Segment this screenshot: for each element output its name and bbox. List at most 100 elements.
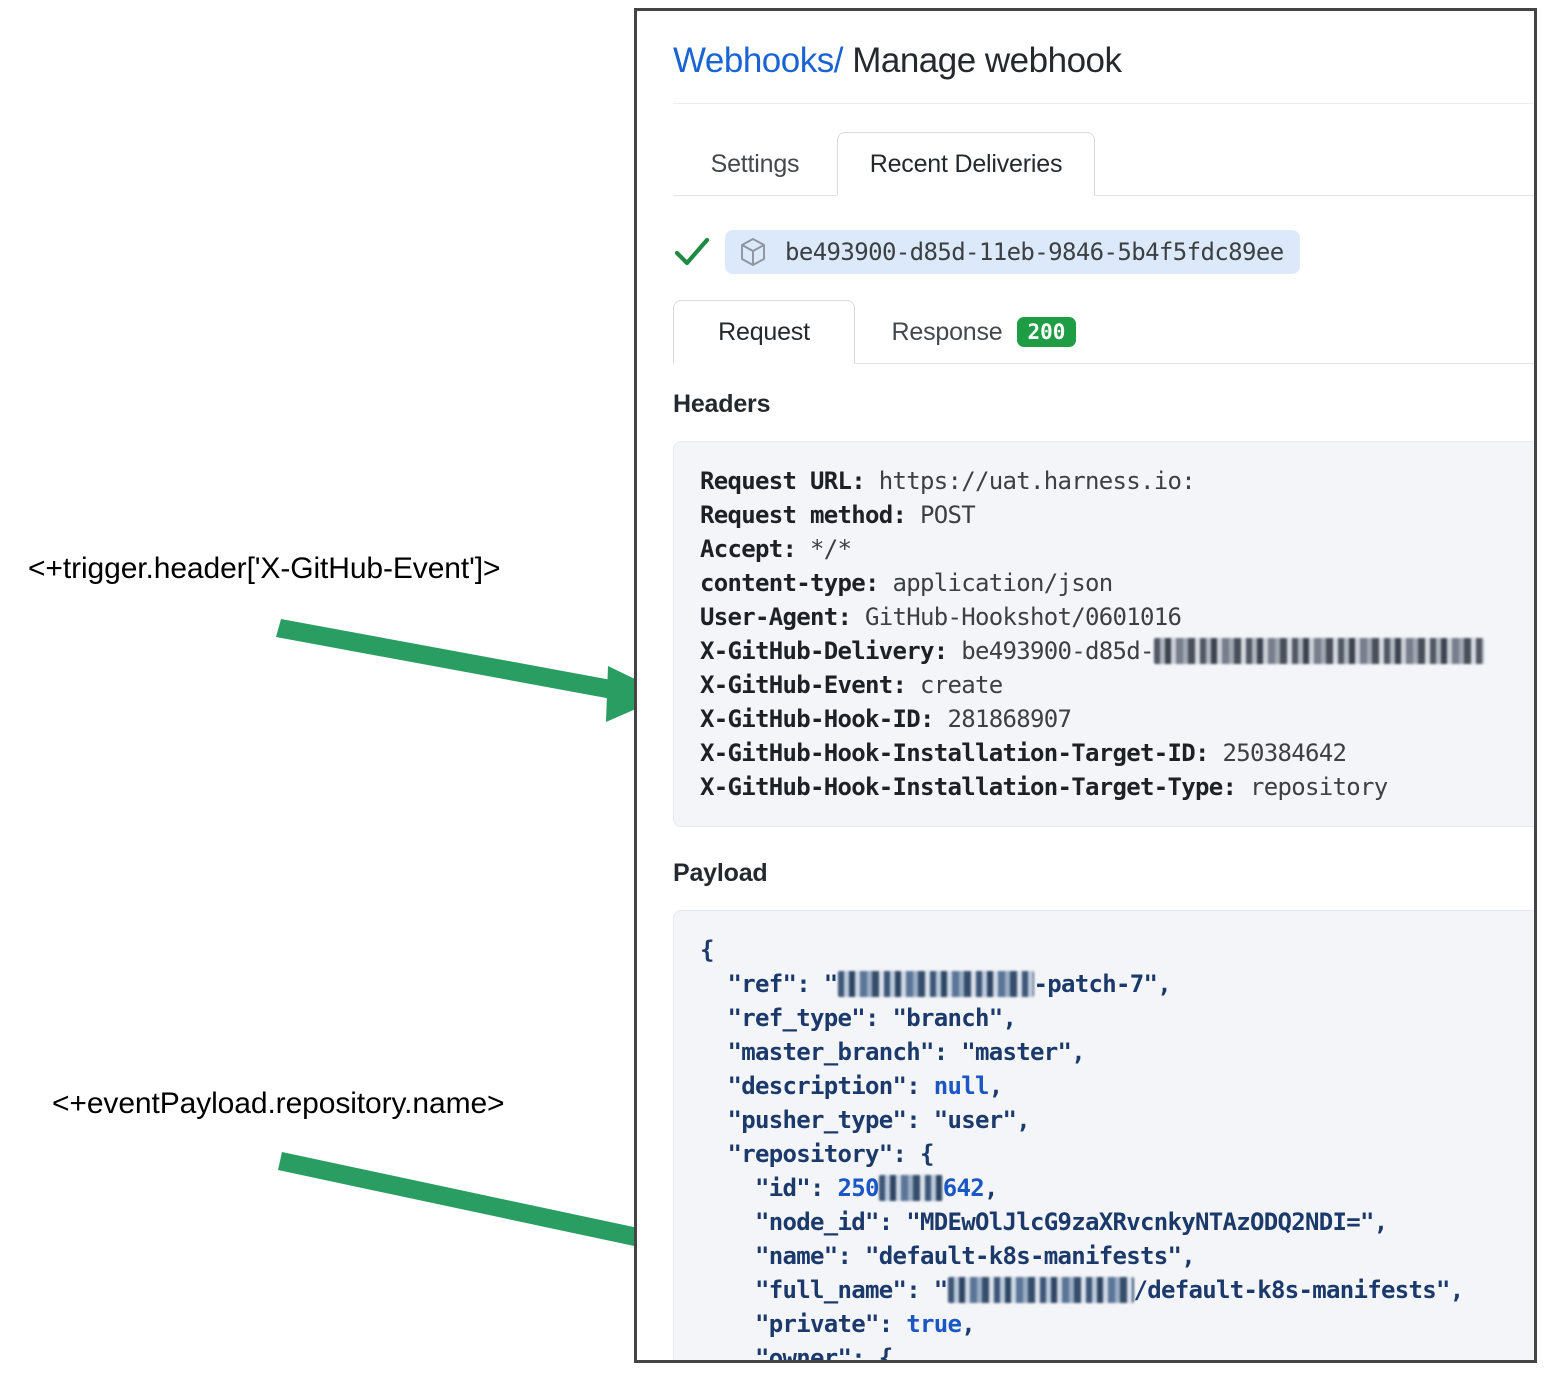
payload-comma-description: , bbox=[988, 1072, 1003, 1101]
tab-request[interactable]: Request bbox=[673, 300, 855, 365]
delivery-id-chip[interactable]: be493900-d85d-11eb-9846-5b4f5fdc89ee bbox=[725, 230, 1300, 275]
payload-key-repository: "repository" bbox=[727, 1140, 894, 1169]
header-key-x-github-delivery: X-GitHub-Delivery: bbox=[700, 637, 948, 666]
payload-colon-ref: : bbox=[796, 970, 824, 999]
header-value-accept: */* bbox=[810, 535, 852, 564]
payload-comma-name: ", bbox=[1167, 1242, 1195, 1271]
payload-value-id-suffix: 642 bbox=[942, 1174, 985, 1203]
payload-colon-name: : " bbox=[837, 1242, 880, 1271]
delivery-id-text: be493900-d85d-11eb-9846-5b4f5fdc89ee bbox=[785, 238, 1284, 267]
tab-response[interactable]: Response 200 bbox=[855, 300, 1113, 364]
breadcrumb-separator: / bbox=[833, 41, 844, 80]
tab-settings[interactable]: Settings bbox=[710, 149, 800, 178]
payload-key-node-id: "node_id" bbox=[755, 1208, 879, 1237]
payload-comma-node-id: ", bbox=[1359, 1208, 1388, 1237]
header-value-request-url: https://uat.harness.io: bbox=[878, 467, 1196, 496]
payload-value-description: null bbox=[933, 1072, 990, 1101]
header-value-x-github-delivery: be493900-d85d- bbox=[961, 637, 1154, 666]
annotation-arrow-1 bbox=[276, 619, 668, 722]
annotation-label-trigger-header: <+trigger.header['X-GitHub-Event']> bbox=[28, 552, 501, 585]
header-key-request-method: Request method: bbox=[700, 501, 907, 530]
delivery-tablist-underline bbox=[673, 363, 1534, 365]
status-badge: 200 bbox=[1016, 317, 1077, 348]
headers-section-title: Headers bbox=[673, 390, 771, 419]
payload-key-pusher-type: "pusher_type" bbox=[727, 1106, 907, 1135]
payload-key-owner: "owner" bbox=[755, 1344, 852, 1363]
payload-comma-master-branch: ", bbox=[1057, 1038, 1086, 1067]
header-key-request-url: Request URL: bbox=[700, 467, 866, 496]
payload-quote-ref-end: " bbox=[1143, 970, 1158, 999]
headers-code-block: Request URL: https://uat.harness.io: Req… bbox=[673, 441, 1534, 828]
payload-key-master-branch: "master_branch" bbox=[727, 1038, 935, 1067]
payload-key-private: "private" bbox=[755, 1310, 879, 1339]
payload-value-ref-type: branch bbox=[906, 1004, 989, 1033]
payload-value-node-id: MDEwOlJlcG9zaXRvcnkyNTAzODQ2NDI= bbox=[920, 1208, 1361, 1237]
header-value-content-type: application/json bbox=[892, 569, 1114, 598]
header-key-x-github-event: X-GitHub-Event: bbox=[700, 671, 907, 700]
payload-colon-pusher-type: : " bbox=[906, 1106, 948, 1135]
delivery-row[interactable]: be493900-d85d-11eb-9846-5b4f5fdc89ee bbox=[673, 230, 1534, 275]
breadcrumb-divider bbox=[673, 103, 1534, 105]
payload-key-id: "id" bbox=[755, 1174, 811, 1203]
payload-comma-id: , bbox=[984, 1174, 998, 1203]
header-value-hook-installation-target-type: repository bbox=[1249, 773, 1388, 802]
payload-comma-private: , bbox=[961, 1310, 975, 1339]
payload-key-full-name: "full_name" bbox=[755, 1276, 907, 1305]
payload-colon-private: : bbox=[878, 1310, 907, 1339]
payload-comma-full-name: ", bbox=[1435, 1276, 1464, 1305]
header-value-hook-installation-target-id: 250384642 bbox=[1222, 739, 1347, 768]
header-key-content-type: content-type: bbox=[700, 569, 879, 598]
payload-colon-id: : bbox=[810, 1174, 838, 1203]
header-value-x-github-hook-id: 281868907 bbox=[947, 705, 1072, 734]
header-key-accept: Accept: bbox=[700, 535, 797, 564]
tab-recent-deliveries[interactable]: Recent Deliveries bbox=[837, 132, 1095, 197]
delivery-tablist: Request Response 200 bbox=[673, 300, 1534, 365]
annotation-label-event-payload: <+eventPayload.repository.name> bbox=[52, 1087, 505, 1120]
payload-comma-pusher-type: ", bbox=[1002, 1106, 1031, 1135]
page-title: Manage webhook bbox=[852, 41, 1122, 80]
payload-key-ref-type: "ref_type" bbox=[727, 1004, 866, 1033]
payload-quote-ref: " bbox=[823, 970, 838, 999]
payload-open-brace: { bbox=[700, 936, 714, 965]
payload-code-block: { "ref": "-patch-7", "ref_type": "branch… bbox=[673, 910, 1534, 1363]
payload-colon-node-id: : " bbox=[878, 1208, 921, 1237]
payload-value-name: default-k8s-manifests bbox=[878, 1242, 1168, 1271]
payload-key-ref: "ref" bbox=[727, 970, 797, 999]
webhook-tablist: Settings Recent Deliveries bbox=[673, 132, 1534, 197]
header-value-request-method: POST bbox=[920, 501, 976, 530]
payload-colon-repository: : { bbox=[892, 1140, 935, 1169]
payload-colon-ref-type: : " bbox=[865, 1004, 907, 1033]
breadcrumb: Webhooks/ Manage webhook bbox=[637, 11, 1534, 81]
payload-value-full-name: /default-k8s-manifests bbox=[1133, 1276, 1437, 1305]
redacted-delivery-id bbox=[1153, 638, 1484, 665]
payload-key-description: "description" bbox=[727, 1072, 907, 1101]
payload-value-pusher-type: user bbox=[947, 1106, 1004, 1135]
breadcrumb-link-webhooks[interactable]: Webhooks bbox=[673, 41, 834, 80]
check-icon bbox=[673, 235, 711, 269]
payload-value-ref: -patch-7 bbox=[1033, 970, 1145, 999]
payload-colon-full-name: : " bbox=[906, 1276, 948, 1305]
header-value-user-agent: GitHub-Hookshot/0601016 bbox=[865, 603, 1182, 632]
payload-colon-owner: : { bbox=[851, 1344, 893, 1363]
redacted-username-ref bbox=[837, 971, 1034, 998]
tab-response-label: Response bbox=[891, 317, 1003, 346]
payload-colon-master-branch: : " bbox=[933, 1038, 976, 1067]
payload-value-id-prefix: 250 bbox=[837, 1174, 880, 1203]
payload-value-master-branch: master bbox=[975, 1038, 1058, 1067]
tablist-underline bbox=[673, 195, 1534, 197]
redacted-repo-id bbox=[878, 1175, 943, 1202]
header-key-x-github-hook-id: X-GitHub-Hook-ID: bbox=[700, 705, 934, 734]
payload-colon-description: : bbox=[906, 1072, 934, 1101]
redacted-username-full-name bbox=[947, 1277, 1134, 1304]
payload-value-private: true bbox=[906, 1310, 962, 1339]
payload-key-name: "name" bbox=[755, 1242, 838, 1271]
payload-comma-ref: , bbox=[1157, 970, 1171, 999]
header-key-user-agent: User-Agent: bbox=[700, 603, 852, 632]
payload-section-title: Payload bbox=[673, 859, 768, 888]
webhook-panel: Webhooks/ Manage webhook Settings Recent… bbox=[634, 8, 1537, 1363]
header-key-hook-installation-target-type: X-GitHub-Hook-Installation-Target-Type: bbox=[700, 773, 1237, 802]
payload-comma-ref-type: ", bbox=[988, 1004, 1017, 1033]
header-key-hook-installation-target-id: X-GitHub-Hook-Installation-Target-ID: bbox=[700, 739, 1209, 768]
cube-icon bbox=[739, 237, 767, 267]
header-value-x-github-event: create bbox=[920, 671, 1003, 700]
